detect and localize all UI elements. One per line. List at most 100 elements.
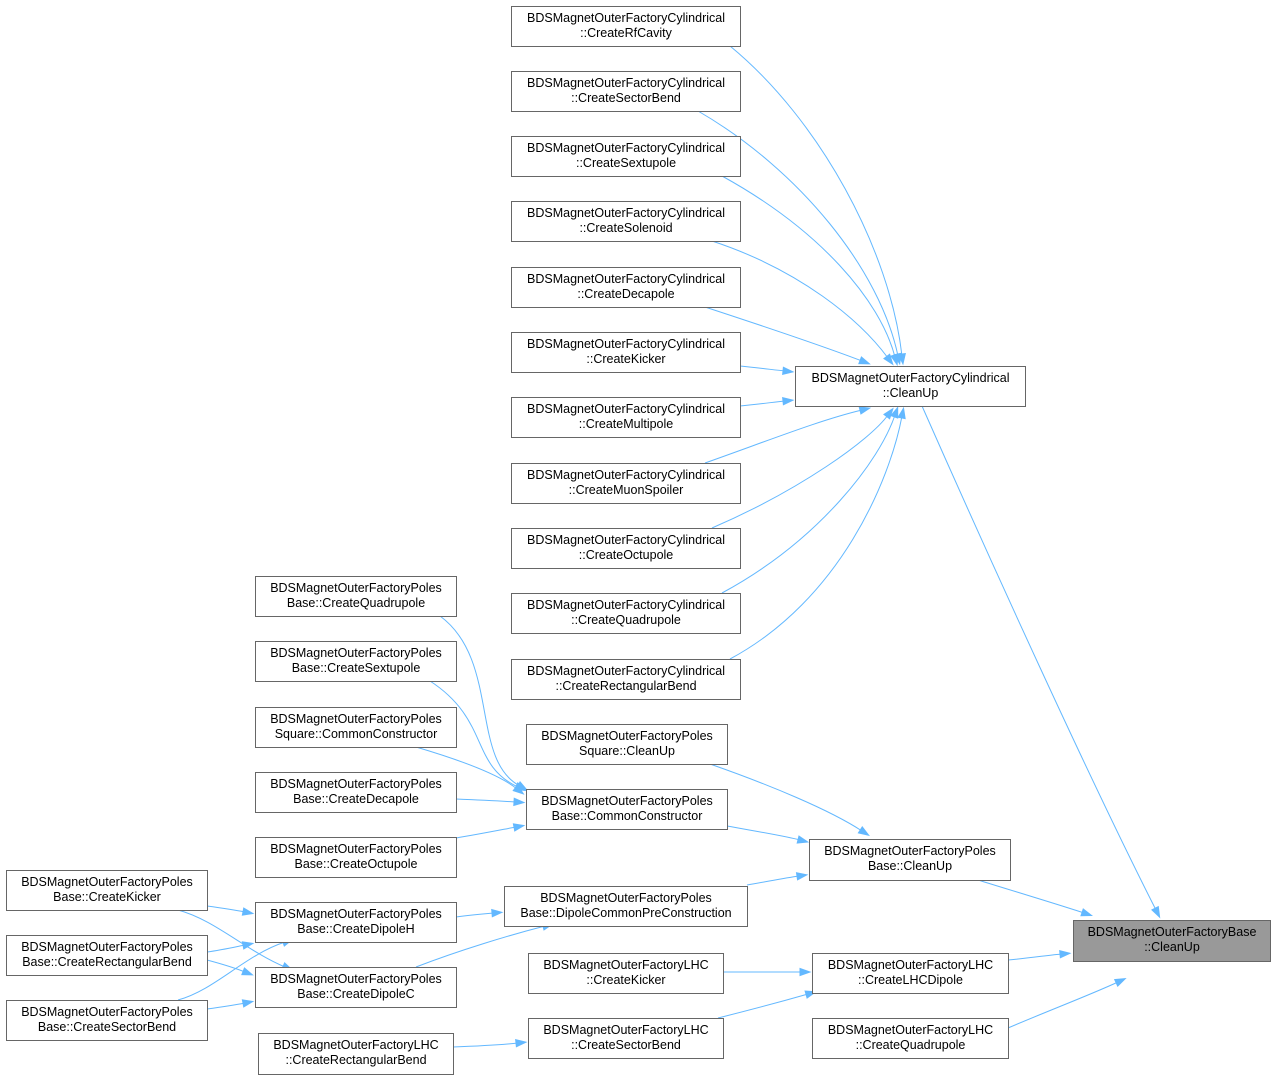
node-box[interactable]: [812, 1018, 1009, 1059]
node-box[interactable]: [528, 953, 724, 994]
edge-arrowhead: [241, 999, 255, 1008]
node-label-line: Square::CommonConstructor: [275, 727, 438, 741]
node-box[interactable]: [511, 201, 741, 242]
node-box[interactable]: [258, 1033, 454, 1075]
node-box[interactable]: [511, 71, 741, 112]
node-box[interactable]: [1073, 920, 1271, 962]
node-box[interactable]: [511, 659, 741, 700]
node-commonCtor[interactable]: BDSMagnetOuterFactoryPolesBase::CommonCo…: [526, 789, 728, 830]
edge-arrowhead: [1113, 978, 1127, 987]
node-box[interactable]: [526, 789, 728, 830]
edge-sqCommon-to-commonCtor: [415, 746, 525, 795]
node-box[interactable]: [809, 839, 1011, 881]
edge-sqCleanUp-to-polesCleanUp: [709, 763, 870, 837]
node-pbRect[interactable]: BDSMagnetOuterFactoryPolesBase::CreateRe…: [6, 935, 208, 976]
edge-line: [721, 175, 896, 358]
edge-line: [704, 409, 863, 464]
node-box[interactable]: [511, 397, 741, 438]
node-label-line: BDSMagnetOuterFactoryPoles: [270, 777, 442, 791]
node-cylDec[interactable]: BDSMagnetOuterFactoryCylindrical::Create…: [511, 267, 741, 308]
node-sqCommon[interactable]: BDSMagnetOuterFactoryPolesSquare::Common…: [255, 707, 457, 748]
node-lhcRect[interactable]: BDSMagnetOuterFactoryLHC::CreateRectangu…: [258, 1033, 454, 1075]
edge-cylQuad-to-cylCleanUp: [721, 406, 899, 594]
node-lhcKicker[interactable]: BDSMagnetOuterFactoryLHC::CreateKicker: [528, 953, 724, 994]
node-cylRect[interactable]: BDSMagnetOuterFactoryCylindrical::Create…: [511, 659, 741, 700]
node-pbKicker[interactable]: BDSMagnetOuterFactoryPolesBase::CreateKi…: [6, 870, 208, 911]
node-label-line: BDSMagnetOuterFactoryCylindrical: [527, 468, 725, 482]
node-label-line: BDSMagnetOuterFactoryCylindrical: [527, 598, 725, 612]
node-label-line: BDSMagnetOuterFactoryCylindrical: [527, 141, 725, 155]
edge-line: [439, 615, 521, 787]
edge-line: [1007, 981, 1119, 1029]
node-cylRf[interactable]: BDSMagnetOuterFactoryCylindrical::Create…: [511, 6, 741, 47]
node-cylCleanUp[interactable]: BDSMagnetOuterFactoryCylindrical::CleanU…: [795, 366, 1026, 407]
node-pbSext[interactable]: BDSMagnetOuterFactoryPolesBase::CreateSe…: [255, 641, 457, 682]
node-dipolePre[interactable]: BDSMagnetOuterFactoryPolesBase::DipoleCo…: [504, 886, 748, 927]
node-box[interactable]: [6, 935, 208, 976]
node-box[interactable]: [511, 267, 741, 308]
node-box[interactable]: [255, 576, 457, 617]
node-box[interactable]: [255, 902, 457, 943]
node-label-line: Base::DipoleCommonPreConstruction: [520, 906, 731, 920]
node-pbSectorBend[interactable]: BDSMagnetOuterFactoryPolesBase::CreateSe…: [6, 1000, 208, 1041]
edge-line: [711, 240, 889, 359]
node-box[interactable]: [511, 332, 741, 373]
node-label-line: BDSMagnetOuterFactoryCylindrical: [527, 337, 725, 351]
edge-cylRect-to-cylCleanUp: [729, 406, 906, 660]
node-box[interactable]: [255, 772, 457, 813]
node-box[interactable]: [511, 463, 741, 504]
node-box[interactable]: [511, 6, 741, 47]
node-cylOct[interactable]: BDSMagnetOuterFactoryCylindrical::Create…: [511, 528, 741, 569]
node-box[interactable]: [812, 953, 1009, 994]
node-box[interactable]: [255, 837, 457, 878]
node-pbDipoleH[interactable]: BDSMagnetOuterFactoryPolesBase::CreateDi…: [255, 902, 457, 943]
node-label-line: BDSMagnetOuterFactoryCylindrical: [527, 206, 725, 220]
node-label-line: BDSMagnetOuterFactoryCylindrical: [527, 272, 725, 286]
node-box[interactable]: [795, 366, 1026, 407]
node-box[interactable]: [528, 1018, 724, 1059]
node-box[interactable]: [255, 967, 457, 1008]
node-box[interactable]: [6, 1000, 208, 1041]
node-cylSol[interactable]: BDSMagnetOuterFactoryCylindrical::Create…: [511, 201, 741, 242]
node-pbQuad[interactable]: BDSMagnetOuterFactoryPolesBase::CreateQu…: [255, 576, 457, 617]
edge-lhcQuad-to-root: [1007, 978, 1127, 1029]
edge-line: [721, 414, 896, 594]
node-label-line: ::CreateQuadrupole: [856, 1038, 966, 1052]
node-lhcQuad[interactable]: BDSMagnetOuterFactoryLHC::CreateQuadrupo…: [812, 1018, 1009, 1059]
node-label-line: ::CreateSolenoid: [579, 221, 672, 235]
node-cylMuon[interactable]: BDSMagnetOuterFactoryCylindrical::Create…: [511, 463, 741, 504]
node-cylMulti[interactable]: BDSMagnetOuterFactoryCylindrical::Create…: [511, 397, 741, 438]
node-cylSector[interactable]: BDSMagnetOuterFactoryCylindrical::Create…: [511, 71, 741, 112]
node-box[interactable]: [255, 641, 457, 682]
edge-arrowhead: [491, 908, 504, 918]
node-pbOct[interactable]: BDSMagnetOuterFactoryPolesBase::CreateOc…: [255, 837, 457, 878]
node-box[interactable]: [255, 707, 457, 748]
node-label-line: BDSMagnetOuterFactoryPoles: [270, 907, 442, 921]
node-cylSext[interactable]: BDSMagnetOuterFactoryCylindrical::Create…: [511, 136, 741, 177]
node-cylQuad[interactable]: BDSMagnetOuterFactoryCylindrical::Create…: [511, 593, 741, 634]
node-label-line: ::CreateRectangularBend: [285, 1053, 426, 1067]
node-lhcDipole[interactable]: BDSMagnetOuterFactoryLHC::CreateLHCDipol…: [812, 953, 1009, 994]
node-box[interactable]: [511, 593, 741, 634]
node-root[interactable]: BDSMagnetOuterFactoryBase::CleanUp: [1073, 920, 1271, 962]
node-box[interactable]: [6, 870, 208, 911]
node-box[interactable]: [511, 136, 741, 177]
edge-arrowhead: [1080, 908, 1093, 917]
node-pbDec[interactable]: BDSMagnetOuterFactoryPolesBase::CreateDe…: [255, 772, 457, 813]
node-lhcSector[interactable]: BDSMagnetOuterFactoryLHC::CreateSectorBe…: [528, 1018, 724, 1059]
edge-pbKicker-to-pbDipoleH: [206, 905, 255, 916]
edge-line: [729, 45, 903, 357]
edge-line: [977, 879, 1085, 914]
node-pbDipoleC[interactable]: BDSMagnetOuterFactoryPolesBase::CreateDi…: [255, 967, 457, 1008]
edge-cylMulti-to-cylCleanUp: [739, 396, 795, 407]
edge-line: [711, 414, 889, 529]
node-box[interactable]: [504, 886, 748, 927]
node-sqCleanUp[interactable]: BDSMagnetOuterFactoryPolesSquare::CleanU…: [526, 724, 728, 765]
edge-cylRf-to-cylCleanUp: [729, 45, 906, 366]
node-box[interactable]: [511, 528, 741, 569]
node-label-line: ::CreateSectorBend: [571, 1038, 681, 1052]
node-cylKick[interactable]: BDSMagnetOuterFactoryCylindrical::Create…: [511, 332, 741, 373]
node-label-line: ::CreateMultipole: [579, 417, 674, 431]
node-box[interactable]: [526, 724, 728, 765]
